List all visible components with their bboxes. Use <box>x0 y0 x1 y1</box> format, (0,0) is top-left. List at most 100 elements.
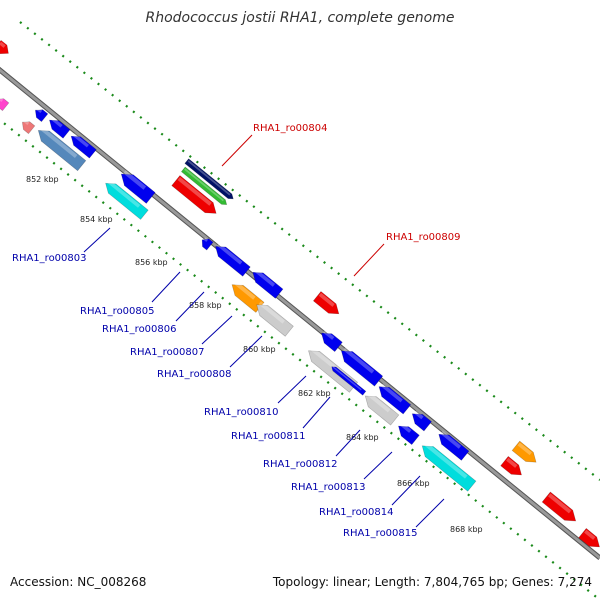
gene-arrow-highlight <box>36 107 43 113</box>
blue-gene-arrow <box>331 366 367 396</box>
green-gene-arrow <box>180 166 228 205</box>
gene-label[interactable]: RHA1_ro00812 <box>263 459 338 470</box>
gene-arrow-highlight <box>440 431 462 449</box>
gene-feature[interactable] <box>435 430 470 461</box>
blue-gene-arrow <box>438 433 470 461</box>
label-leader-line <box>229 335 263 368</box>
gene-feature[interactable] <box>361 391 400 426</box>
gene-label[interactable]: RHA1_ro00805 <box>80 306 155 317</box>
gene-feature[interactable] <box>312 291 342 319</box>
gene-arrow-highlight <box>233 281 256 300</box>
gene-feature[interactable] <box>337 346 384 387</box>
gene-feature[interactable] <box>102 179 149 220</box>
red-gene-arrow <box>312 291 340 315</box>
gene-feature[interactable] <box>184 158 235 202</box>
blue-gene-arrow <box>215 246 251 277</box>
gene-feature[interactable] <box>0 95 10 112</box>
dotted-guide-line <box>0 118 600 600</box>
gene-arrow-highlight <box>23 119 30 125</box>
gene-feature[interactable] <box>0 39 12 57</box>
blue-gene-arrow <box>378 386 412 415</box>
gene-feature[interactable] <box>171 175 221 219</box>
gene-feature[interactable] <box>212 242 251 277</box>
gene-feature[interactable] <box>46 116 71 139</box>
dotted-guide-line <box>19 21 600 481</box>
blue-gene-arrow <box>340 350 384 387</box>
gene-feature[interactable] <box>34 125 87 172</box>
gene-feature[interactable] <box>395 421 420 446</box>
blue-gene-arrow <box>49 119 71 139</box>
gene-arrow-highlight <box>177 176 212 206</box>
gene-feature[interactable] <box>249 268 284 299</box>
gene-arrow-highlight <box>258 301 285 324</box>
blue-gene-arrow <box>120 173 156 204</box>
gene-label[interactable]: RHA1_ro00813 <box>291 482 366 493</box>
gene-label[interactable]: RHA1_ro00806 <box>102 324 177 335</box>
accession-label: Accession: NC_008268 <box>10 575 146 589</box>
gene-feature[interactable] <box>68 132 97 159</box>
label-leader-line <box>151 271 181 303</box>
gene-arrow-highlight <box>123 169 147 190</box>
gene-feature[interactable] <box>408 409 432 432</box>
gene-feature[interactable] <box>318 328 343 353</box>
gene-feature[interactable] <box>330 365 367 396</box>
pink-gene-arrow <box>22 121 36 135</box>
label-leader-line <box>415 498 445 528</box>
label-leader-line <box>277 375 307 404</box>
gene-label[interactable]: RHA1_ro00814 <box>319 507 394 518</box>
gene-arrow-highlight <box>217 243 243 265</box>
gene-arrow-highlight <box>254 269 276 287</box>
kbp-tick-label: 852 kbp <box>26 175 59 184</box>
gene-label[interactable]: RHA1_ro00815 <box>343 528 418 539</box>
dotted-guides <box>0 21 600 600</box>
gene-feature[interactable] <box>511 440 540 467</box>
gene-label[interactable]: RHA1_ro00807 <box>130 347 205 358</box>
gene-label[interactable]: RHA1_ro00811 <box>231 431 306 442</box>
gene-arrow-highlight <box>184 168 224 202</box>
gene-arrow-highlight <box>413 410 424 420</box>
blue-gene-arrow <box>70 135 97 159</box>
gene-feature[interactable] <box>19 118 36 135</box>
label-leader-line <box>302 396 331 429</box>
orange-gene-arrow <box>231 284 265 313</box>
gene-feature[interactable] <box>180 166 228 207</box>
gene-label[interactable]: RHA1_ro00810 <box>204 407 279 418</box>
gene-arrow-highlight <box>423 442 468 479</box>
gene-arrow-highlight <box>367 392 391 413</box>
gene-feature[interactable] <box>228 280 265 313</box>
kbp-tick-label: 862 kbp <box>298 389 331 398</box>
genome-summary: Topology: linear; Length: 7,804,765 bp; … <box>272 575 592 589</box>
gene-feature[interactable] <box>32 106 49 123</box>
gene-arrow-highlight <box>343 347 375 374</box>
gene-arrow-highlight <box>187 160 231 196</box>
gene-arrow-highlight <box>203 237 209 242</box>
magenta-gene-arrow <box>0 98 10 112</box>
cyan-gene-arrow <box>421 445 477 492</box>
label-leader-line <box>83 227 111 253</box>
gene-arrow-highlight <box>40 126 78 159</box>
gene-label[interactable]: RHA1_ro00803 <box>12 253 87 264</box>
label-leader-line <box>335 429 361 457</box>
gene-label[interactable]: RHA1_ro00809 <box>386 232 461 243</box>
gene-feature[interactable] <box>541 491 580 526</box>
gene-feature[interactable] <box>578 527 600 551</box>
kbp-tick-label: 868 kbp <box>450 525 483 534</box>
gene-arrow-highlight <box>107 179 141 208</box>
cyan-gene-arrow <box>105 182 149 220</box>
gene-feature[interactable] <box>418 441 477 492</box>
gene-features <box>0 39 600 551</box>
blue-gene-arrow <box>35 109 49 123</box>
blue-gene-arrow <box>398 425 420 446</box>
gene-feature[interactable] <box>253 300 294 337</box>
gene-label[interactable]: RHA1_ro00804 <box>253 123 328 134</box>
grey-gene-arrow <box>364 395 400 426</box>
steel-gene-arrow <box>37 130 87 172</box>
gene-feature[interactable] <box>199 236 214 251</box>
gene-feature[interactable] <box>375 382 412 415</box>
gene-arrow-highlight <box>400 422 412 433</box>
gene-label[interactable]: RHA1_ro00808 <box>157 369 232 380</box>
kbp-tick-label: 858 kbp <box>189 301 222 310</box>
gene-arrow-highlight <box>72 133 89 148</box>
gene-feature[interactable] <box>117 169 156 204</box>
gene-feature[interactable] <box>500 455 526 479</box>
